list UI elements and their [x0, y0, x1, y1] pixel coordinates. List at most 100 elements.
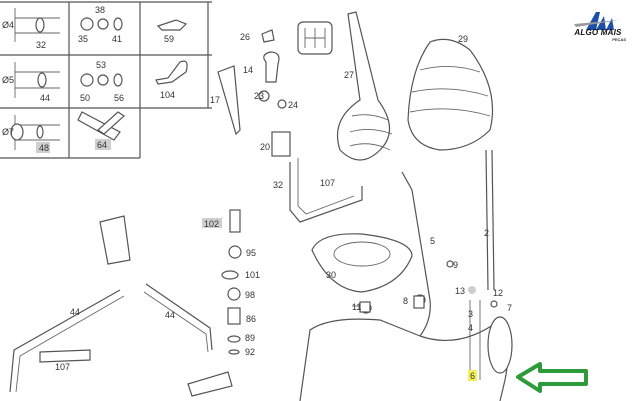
diagram-shape — [221, 270, 239, 280]
label: Ø7 — [2, 127, 14, 137]
diagram-shape — [490, 300, 498, 308]
callout: 14 — [243, 65, 253, 75]
label: 53 — [96, 60, 106, 70]
legend-cell-48: Ø7 48 — [2, 115, 60, 153]
diagram-shape — [413, 295, 425, 309]
cover-boot — [311, 233, 413, 293]
diagram-shape — [401, 171, 431, 337]
shift-assembly — [9, 11, 513, 401]
diagram-shape — [155, 60, 188, 85]
part-label: 32 — [36, 40, 46, 50]
diagram-shape — [95, 139, 111, 150]
diagram-shape — [80, 17, 94, 31]
legend-cell-104: 104 — [155, 60, 188, 100]
callout: 5 — [430, 236, 435, 246]
callout: 17 — [210, 95, 220, 105]
diagram-shape — [187, 371, 233, 397]
diagram-shape — [228, 245, 242, 259]
callout: 30 — [326, 270, 336, 280]
label: 44 — [40, 93, 50, 103]
callout: 3 — [468, 309, 473, 319]
dimension-label: Ø4 — [2, 20, 14, 30]
legend-cell-64: 64 — [77, 111, 125, 150]
diagram-shape — [485, 149, 495, 291]
callout: 86 — [246, 314, 256, 324]
label: 50 — [80, 93, 90, 103]
callout: 92 — [245, 347, 255, 357]
diagram-shape — [9, 289, 121, 393]
callout: 26 — [240, 32, 250, 42]
callout: 20 — [260, 142, 270, 152]
diagram-shape — [37, 72, 47, 88]
diagram-shape — [97, 74, 109, 86]
transmission-housing — [299, 318, 509, 401]
callout: 2 — [484, 228, 489, 238]
diagram-shape — [97, 18, 109, 30]
diagram-shape — [35, 17, 45, 33]
legend-grid: Ø4 32 38 35 41 59 Ø5 44 53 50 56 104 — [0, 1, 212, 159]
algo-mais-logo-icon — [574, 12, 620, 30]
label: 104 — [160, 90, 175, 100]
diagram-shape — [227, 287, 241, 301]
diagram-shape — [409, 66, 491, 117]
diagram-shape — [297, 158, 355, 215]
diagram-shape — [36, 142, 50, 153]
diagram-shape — [113, 73, 123, 87]
diagram-shape — [487, 316, 513, 374]
diagram-shape — [261, 29, 275, 43]
diagram-shape — [97, 111, 125, 135]
diagram-shape — [289, 162, 363, 223]
logo-text: ALGO MAIS — [574, 28, 622, 37]
shift-knob — [263, 51, 280, 83]
callout: 89 — [245, 333, 255, 343]
boot — [407, 38, 493, 151]
diagram-shape — [359, 301, 371, 313]
diagram-shape — [586, 12, 600, 30]
diagram-shape — [202, 218, 222, 228]
diagram-shape — [227, 335, 241, 343]
label: Ø5 — [2, 75, 14, 85]
diagram-shape — [156, 19, 188, 31]
linkage-bracket — [99, 215, 131, 265]
legend-cell-32: Ø4 32 — [2, 8, 60, 50]
diagram-shape — [468, 370, 477, 381]
shift-boot — [336, 11, 391, 161]
callout: 107 — [320, 178, 335, 188]
diagram-shape — [113, 17, 123, 31]
diagram-shape — [36, 125, 44, 139]
label: 59 — [164, 34, 174, 44]
diagram-shape — [468, 286, 476, 294]
diagram-shape — [143, 291, 209, 353]
diagram-shape — [304, 28, 326, 48]
green-arrow-pointer-icon — [516, 362, 588, 393]
shift-lever — [217, 65, 241, 136]
callout: 13 — [455, 286, 465, 296]
callout: 102 — [204, 219, 219, 229]
callout: 8 — [403, 296, 408, 306]
legend-cell-nuts-2: 53 50 56 — [80, 60, 124, 103]
label: 64 — [97, 140, 107, 150]
legend-cell-59: 59 — [156, 19, 188, 44]
diagram-shape — [333, 241, 391, 267]
callout: 32 — [273, 180, 283, 190]
callout: 23 — [254, 91, 264, 101]
callout: 95 — [246, 248, 256, 258]
diagram-shape — [446, 260, 454, 268]
callout-highlighted: 6 — [470, 371, 475, 381]
callout: 101 — [245, 270, 260, 280]
diagram-shape — [574, 20, 620, 27]
diagram-shape — [39, 349, 91, 363]
diagram-shape — [229, 209, 241, 233]
diagram-shape — [349, 114, 393, 151]
diagram-shape — [15, 295, 125, 393]
callout: 24 — [288, 100, 298, 110]
callout: 29 — [458, 34, 468, 44]
diagram-shape — [469, 300, 481, 380]
label: 48 — [39, 143, 49, 153]
label: 56 — [114, 93, 124, 103]
diagram-shape — [80, 73, 94, 87]
callout: 9 — [453, 260, 458, 270]
brand-logo: ALGO MAIS PEÇAS — [560, 28, 636, 42]
callout: 44 — [70, 307, 80, 317]
diagram-shape — [10, 123, 24, 141]
